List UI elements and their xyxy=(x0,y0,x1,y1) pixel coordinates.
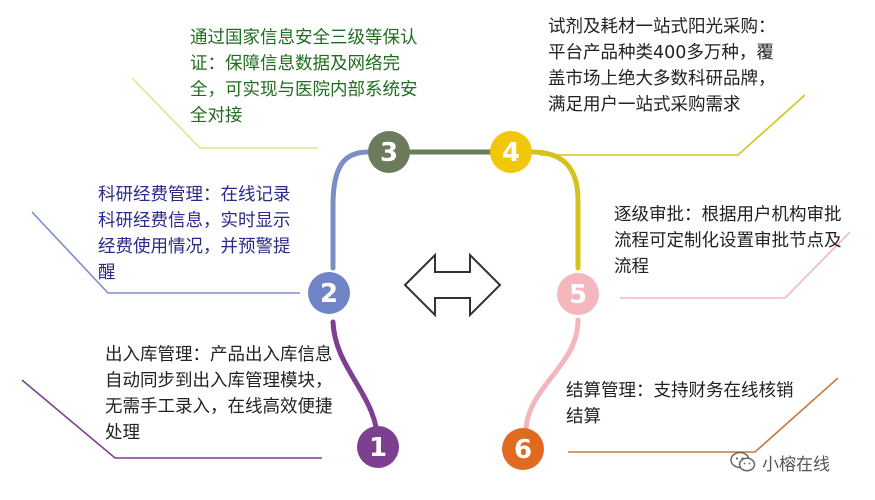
node-4-circle xyxy=(490,131,532,173)
node-6-number: 6 xyxy=(514,435,532,465)
node-1-number: 1 xyxy=(369,433,387,463)
double-arrow-icon xyxy=(403,252,502,318)
node-3-number: 3 xyxy=(380,138,398,168)
node-6: 6 xyxy=(502,428,544,470)
step-2-description: 科研经费管理：在线记录科研经费信息，实时显示经费使用情况，并预警提醒 xyxy=(98,185,291,283)
node-5-number: 5 xyxy=(569,280,587,310)
node-3-circle xyxy=(368,131,410,173)
wechat-icon xyxy=(730,451,756,472)
node-1: 1 xyxy=(357,426,399,468)
leader-line-3 xyxy=(131,77,318,149)
node-2: 2 xyxy=(308,272,350,314)
watermark: 小榕在线 xyxy=(730,448,830,476)
node-2-number: 2 xyxy=(320,279,338,309)
connector-path xyxy=(330,149,581,448)
step-3-description: 通过国家信息安全三级等保认证：保障信息数据及网络完全，可实现与医院内部系统安全对… xyxy=(190,28,418,126)
node-2-circle xyxy=(308,272,350,314)
node-1-circle xyxy=(357,426,399,468)
leader-line-1 xyxy=(21,379,322,459)
leader-line-5 xyxy=(620,231,851,299)
node-5-circle xyxy=(557,273,599,315)
node-5: 5 xyxy=(557,273,599,315)
watermark-text: 小榕在线 xyxy=(762,454,830,475)
node-3: 3 xyxy=(368,131,410,173)
step-5-description: 逐级审批：根据用户机构审批流程可定制化设置审批节点及流程 xyxy=(614,205,842,277)
connector-4-5 xyxy=(529,149,581,271)
node-4: 4 xyxy=(490,131,532,173)
node-4-number: 4 xyxy=(502,138,520,168)
leader-line-2 xyxy=(31,211,300,294)
leader-line-4 xyxy=(540,94,806,156)
connector-2-3 xyxy=(330,149,371,271)
leader-line-6 xyxy=(568,377,839,453)
leader-lines xyxy=(21,77,851,459)
step-1-description: 出入库管理：产品出入库信息自动同步到出入库管理模块，无需手工录入，在线高效便捷处… xyxy=(105,345,333,443)
node-6-circle xyxy=(502,428,544,470)
step-4-description: 试剂及耗材一站式阳光采购：平台产品种类400多万种，覆盖市场上绝大多数科研品牌，… xyxy=(548,17,776,115)
connector-5-6 xyxy=(523,317,581,431)
step-6-description: 结算管理：支持财务在线核销结算 xyxy=(566,381,794,427)
